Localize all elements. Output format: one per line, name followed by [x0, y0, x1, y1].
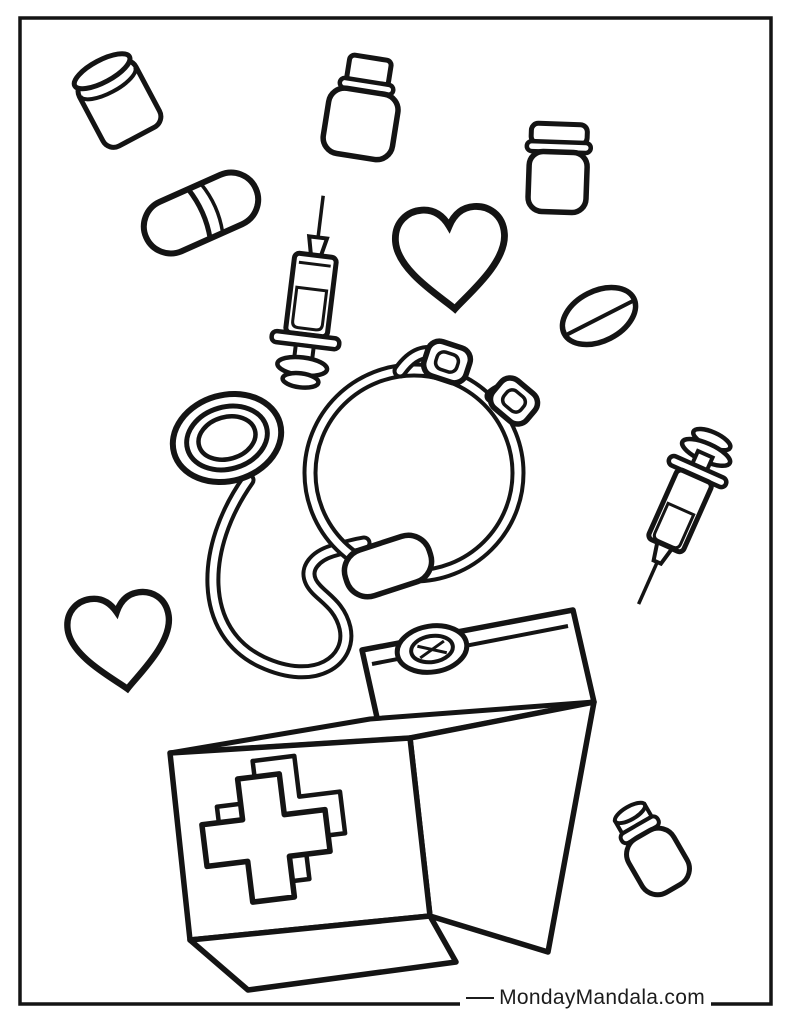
watermark-dash — [466, 996, 495, 1000]
stethoscope-chestpiece — [169, 390, 285, 486]
capsule-pill — [140, 169, 262, 257]
stethoscope — [169, 338, 541, 680]
first-aid-kit — [167, 607, 597, 993]
tablet-score-line — [565, 298, 635, 337]
pill-bottle — [71, 51, 164, 150]
small-vial-cap-top — [612, 800, 648, 826]
capsule-divider-2 — [200, 183, 225, 233]
kit-side-face — [407, 699, 597, 955]
medicine-jar — [524, 120, 594, 216]
kit-bottom-face — [187, 913, 459, 993]
heart-small — [64, 589, 178, 696]
vial-body — [320, 85, 401, 163]
heart-outline — [393, 205, 509, 313]
watermark: MondayMandala.com — [460, 984, 711, 1012]
heart-large — [393, 205, 509, 313]
kit-clasp — [394, 623, 470, 675]
syringe-upright — [269, 195, 342, 390]
pill-bottle-rim — [71, 51, 133, 92]
tablet-pill — [559, 284, 639, 348]
syringe-needle — [316, 195, 325, 238]
jar-body — [525, 148, 590, 216]
syringe-fluid — [291, 285, 329, 332]
medicine-vial — [320, 52, 401, 163]
heart-outline — [64, 589, 178, 696]
pill-bottle-band — [78, 66, 138, 102]
small-vial-body — [624, 825, 692, 898]
syringe2-hub — [651, 539, 676, 567]
stethoscope-earpiece-right — [487, 375, 541, 427]
syringe-barrel-line — [298, 260, 331, 268]
stethoscope-connector — [341, 532, 435, 600]
syringe2-needle — [636, 561, 659, 605]
page-border-frame — [18, 16, 773, 1006]
stethoscope-earpiece-left — [420, 338, 474, 386]
syringe-plunger-end — [280, 370, 321, 390]
medicine-vial-small — [612, 800, 692, 898]
watermark-text: MondayMandala.com — [499, 986, 705, 1009]
syringe-diagonal — [636, 426, 733, 605]
capsule-divider — [186, 187, 213, 239]
